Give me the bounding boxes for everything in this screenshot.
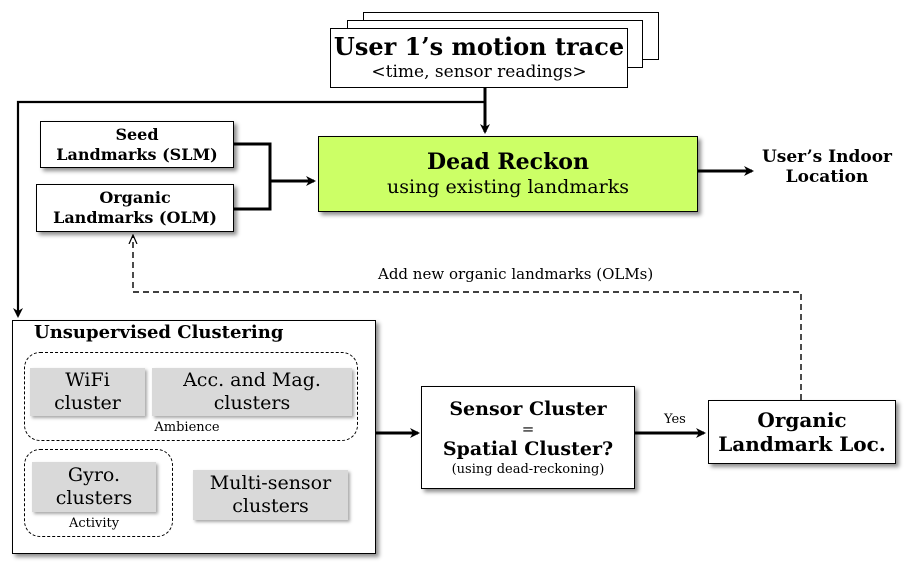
- seed-landmarks-line2: Landmarks (SLM): [56, 144, 218, 164]
- gyro-line2: clusters: [55, 487, 133, 509]
- user-indoor-location: User’s Indoor Location: [752, 147, 902, 187]
- motion-trace-box: User 1’s motion trace <time, sensor read…: [330, 28, 628, 88]
- trace-to-clustering-arrow: [13, 100, 485, 318]
- dead-reckon-subtitle: using existing landmarks: [387, 176, 629, 198]
- motion-trace-title: User 1’s motion trace: [333, 32, 625, 61]
- seed-landmarks-box: Seed Landmarks (SLM): [40, 121, 234, 168]
- wifi-line2: cluster: [54, 392, 121, 414]
- yes-label: Yes: [664, 412, 686, 427]
- sensor-cluster-line1: Sensor Cluster: [449, 397, 607, 420]
- landmarks-merge-arrow: [234, 142, 314, 211]
- gyro-cluster: Gyro. clusters: [32, 462, 156, 512]
- dead-reckon-box: Dead Reckon using existing landmarks: [318, 136, 698, 212]
- sensor-cluster-note: (using dead-reckoning): [451, 461, 605, 477]
- activity-group: [24, 449, 173, 537]
- organic-landmarks-box: Organic Landmarks (OLM): [36, 184, 234, 232]
- feedback-dashed-arrow: [133, 236, 802, 400]
- accmag-line2: clusters: [213, 392, 291, 414]
- feedback-label: Add new organic landmarks (OLMs): [378, 265, 654, 283]
- sensor-cluster-line2: Spatial Cluster?: [442, 437, 614, 460]
- output-line1: User’s Indoor: [761, 147, 893, 167]
- wifi-line1: WiFi: [65, 369, 110, 391]
- organic-landmarks-line1: Organic: [99, 188, 171, 207]
- sensor-cluster-equals: =: [521, 419, 535, 438]
- multi-sensor-cluster: Multi-sensor clusters: [193, 470, 348, 520]
- accmag-cluster: Acc. and Mag. clusters: [152, 368, 352, 416]
- dead-reckon-title: Dead Reckon: [427, 149, 589, 175]
- clustering-title: Unsupervised Clustering: [34, 322, 284, 343]
- organic-landmarks-line2: Landmarks (OLM): [53, 208, 217, 227]
- output-line2: Location: [785, 167, 869, 187]
- wifi-cluster: WiFi cluster: [30, 368, 145, 416]
- multi-line1: Multi-sensor: [209, 472, 332, 494]
- ambience-label: Ambience: [154, 420, 220, 435]
- seed-landmarks-line1: Seed: [115, 124, 159, 144]
- organic-loc-line1: Organic: [757, 408, 847, 432]
- multi-line2: clusters: [232, 495, 309, 517]
- motion-trace-subtitle: <time, sensor readings>: [371, 62, 587, 82]
- activity-label: Activity: [68, 516, 120, 531]
- organic-loc-line2: Landmark Loc.: [718, 432, 886, 456]
- sensor-cluster-box: Sensor Cluster = Spatial Cluster? (using…: [421, 386, 635, 489]
- organic-landmark-loc-box: Organic Landmark Loc.: [708, 400, 896, 464]
- accmag-line1: Acc. and Mag.: [183, 369, 321, 391]
- gyro-line1: Gyro.: [67, 464, 121, 486]
- ambience-group: [24, 352, 358, 441]
